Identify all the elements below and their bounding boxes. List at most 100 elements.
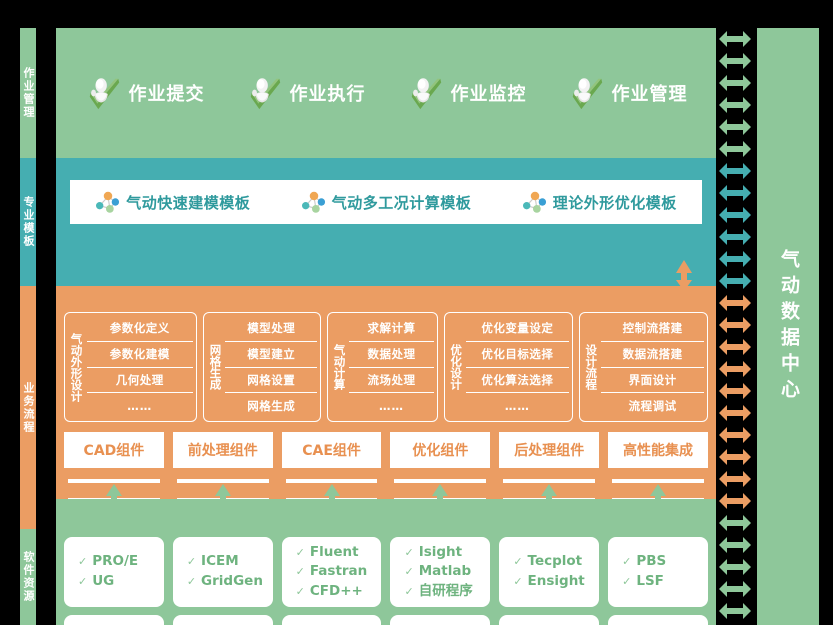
workflow-item[interactable]: 模型处理 xyxy=(225,316,317,342)
double-headed-arrow-icon xyxy=(719,581,751,597)
connector-line xyxy=(394,479,487,483)
software-item-label: Isight xyxy=(418,543,463,560)
workflow-item[interactable]: 参数化建模 xyxy=(86,342,193,368)
workflow-group-2: 气动计算求解计算数据处理流场处理 …… xyxy=(326,312,438,422)
check-mark-icon: ✓ xyxy=(622,555,632,569)
workflow-item[interactable]: 网格生成 xyxy=(247,398,296,413)
double-headed-arrow-icon xyxy=(718,578,752,600)
double-headed-arrow-icon xyxy=(718,336,752,358)
double-headed-arrow-icon xyxy=(719,251,751,267)
workflow-item[interactable]: 几何处理 xyxy=(86,368,193,394)
workflow-group-items: 优化变量设定优化目标选择优化算法选择 …… xyxy=(466,316,569,418)
template-section: 气动快速建模模板 气动多工况计算模板 理论外形优化模板 xyxy=(56,158,716,318)
template-item-label: 理论外形优化模板 xyxy=(552,193,677,212)
double-headed-arrow-icon xyxy=(718,72,752,94)
workflow-item[interactable]: …… xyxy=(504,398,530,413)
connector-line xyxy=(176,479,269,483)
bidirectional-arrow-column xyxy=(718,28,752,625)
software-box-3[interactable]: ✓Isight✓Matlab✓自研程序 xyxy=(390,537,491,607)
double-headed-arrow-icon xyxy=(719,427,751,443)
template-item-1[interactable]: 气动多工况计算模板 xyxy=(301,190,472,214)
workflow-group-1: 网格生成模型处理模型建立网格设置网格生成 xyxy=(202,312,321,422)
left-strip-segment-3: 软件资源 xyxy=(20,529,36,625)
workflow-item[interactable]: …… xyxy=(379,398,405,413)
double-headed-arrow-icon xyxy=(719,53,751,69)
workflow-item[interactable]: 数据处理 xyxy=(349,342,434,368)
workflow-item[interactable]: …… xyxy=(127,398,153,413)
template-item-0[interactable]: 气动快速建模模板 xyxy=(95,190,250,214)
component-box-4[interactable]: 后处理组件 xyxy=(499,432,600,468)
check-person-icon xyxy=(407,74,445,112)
check-mark-icon: ✓ xyxy=(186,575,197,588)
software-item: ✓LSF xyxy=(622,572,708,592)
double-headed-arrow-icon xyxy=(718,204,752,226)
double-headed-arrow-icon xyxy=(719,383,751,399)
network-node-icon xyxy=(95,190,121,214)
software-item: ✓Fastran xyxy=(296,562,382,582)
component-box-3[interactable]: 优化组件 xyxy=(390,432,491,468)
workflow-group-title: 网格生成 xyxy=(208,344,223,390)
workflow-group-0: 气动外形设计参数化定义参数化建模几何处理…… xyxy=(64,312,197,422)
double-headed-arrow-icon xyxy=(718,512,752,534)
workflow-group-4: 设计流程控制流搭建数据流搭建界面设计流程调试 xyxy=(578,312,708,422)
workflow-item[interactable]: 求解计算 xyxy=(349,316,434,342)
double-headed-arrow-icon xyxy=(719,603,751,619)
component-box-1[interactable]: 前处理组件 xyxy=(172,432,273,468)
job-item-label: 作业执行 xyxy=(289,84,366,105)
connector-line xyxy=(503,479,596,483)
software-item: ✓UG xyxy=(78,572,164,592)
software-item: ✓Tecplot xyxy=(513,552,599,572)
workflow-group-title: 气动计算 xyxy=(332,344,347,390)
double-headed-arrow-icon xyxy=(718,50,752,72)
double-headed-arrow-icon xyxy=(719,97,751,113)
workflow-item[interactable]: 流场处理 xyxy=(349,368,434,394)
software-box-4[interactable]: ✓Tecplot✓ Ensight xyxy=(499,537,600,607)
double-headed-arrow-icon xyxy=(718,270,752,292)
left-strip-segment-0: 作业管理 xyxy=(20,28,36,158)
software-box-1[interactable]: ✓ICEM✓GridGen xyxy=(172,537,273,607)
network-node-icon xyxy=(522,191,546,213)
software-box-5[interactable]: ✓PBS✓LSF xyxy=(608,537,708,607)
double-headed-arrow-icon xyxy=(718,468,752,490)
template-item-2[interactable]: 理论外形优化模板 xyxy=(522,190,677,214)
workflow-item[interactable]: 优化目标选择 xyxy=(466,342,569,368)
double-headed-arrow-icon xyxy=(718,138,752,160)
network-node-icon xyxy=(301,190,327,214)
software-row: ✓PRO/E✓UG✓ICEM✓GridGen✓Fluent✓Fastran✓CF… xyxy=(64,537,708,607)
double-headed-arrow-icon xyxy=(718,28,752,50)
software-item: ✓PRO/E xyxy=(78,552,164,572)
workflow-item[interactable]: 参数化定义 xyxy=(86,316,193,342)
job-item-2[interactable]: 作业监控 xyxy=(407,74,527,112)
component-box-0[interactable]: CAD组件 xyxy=(64,432,164,468)
double-headed-arrow-icon xyxy=(718,446,752,468)
software-box-2[interactable]: ✓Fluent✓Fastran✓CFD++ xyxy=(281,537,382,607)
workflow-item[interactable]: 数据流搭建 xyxy=(601,342,704,368)
left-strip-segment-1: 专业模板 xyxy=(20,158,36,286)
software-row-overflow xyxy=(64,615,708,625)
workflow-item[interactable]: 流程调试 xyxy=(628,398,677,413)
check-mark-icon: ✓ xyxy=(513,555,523,569)
job-item-1[interactable]: 作业执行 xyxy=(246,74,366,112)
software-box-0[interactable]: ✓PRO/E✓UG xyxy=(64,537,164,607)
double-headed-arrow-icon xyxy=(719,75,751,91)
workflow-group-title: 优化设计 xyxy=(449,344,464,390)
check-mark-icon: ✓ xyxy=(295,584,305,598)
software-box-overflow-3 xyxy=(390,615,491,625)
component-box-2[interactable]: CAE组件 xyxy=(281,432,382,468)
workflow-groups: 气动外形设计参数化定义参数化建模几何处理……网格生成模型处理模型建立网格设置网格… xyxy=(64,312,708,422)
workflow-item[interactable]: 界面设计 xyxy=(601,368,704,394)
connector-line xyxy=(612,479,704,483)
software-item-label: Ensight xyxy=(527,573,585,589)
workflow-item[interactable]: 控制流搭建 xyxy=(601,316,704,342)
workflow-item[interactable]: 优化变量设定 xyxy=(466,316,569,342)
workflow-item[interactable]: 优化算法选择 xyxy=(466,368,569,394)
software-item-label: Fastran xyxy=(309,563,368,580)
check-mark-icon: ✓ xyxy=(404,545,414,559)
job-item-3[interactable]: 作业管理 xyxy=(568,74,688,112)
double-headed-arrow-icon xyxy=(719,185,751,201)
workflow-item[interactable]: 网格设置 xyxy=(225,368,317,394)
double-headed-arrow-icon xyxy=(718,534,752,556)
job-item-0[interactable]: 作业提交 xyxy=(85,74,205,112)
component-box-5[interactable]: 高性能集成 xyxy=(608,432,708,468)
workflow-item[interactable]: 模型建立 xyxy=(225,342,317,368)
